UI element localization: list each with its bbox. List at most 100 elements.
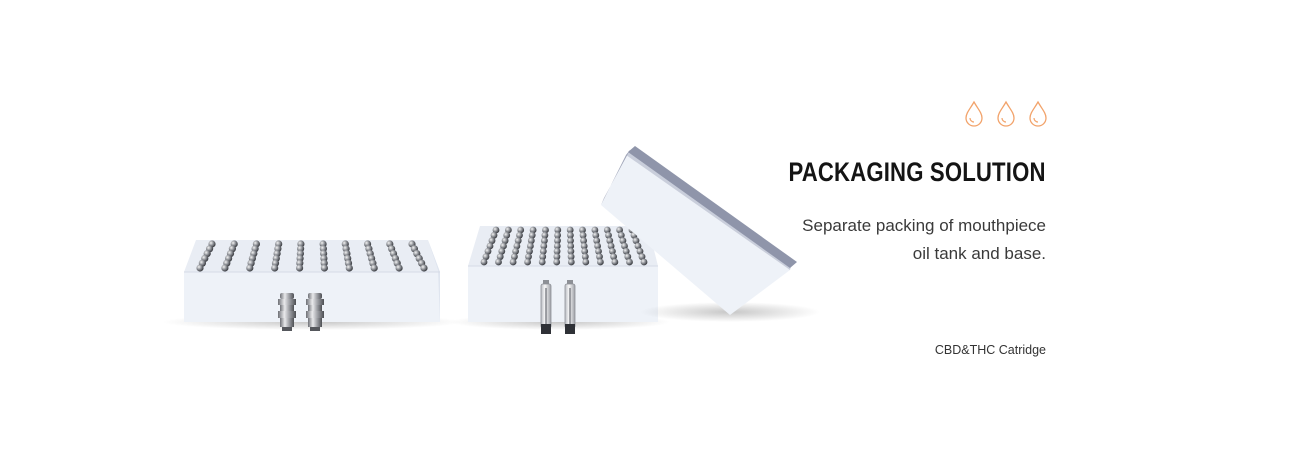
section-description: Separate packing of mouthpiece oil tank … — [802, 212, 1046, 268]
packed-part — [606, 237, 614, 245]
packed-part — [634, 242, 642, 250]
packed-part — [567, 253, 575, 261]
packed-part — [594, 242, 601, 250]
packed-part — [482, 253, 490, 261]
packed-part — [196, 264, 204, 272]
packed-part — [542, 226, 549, 234]
description-line: Separate packing of mouthpiece — [802, 216, 1046, 235]
packed-part — [607, 242, 615, 250]
packed-part — [553, 247, 561, 255]
packed-part — [610, 253, 617, 261]
base-rows — [196, 240, 428, 272]
packed-part — [554, 226, 562, 234]
packed-part — [580, 242, 588, 250]
packed-part — [492, 226, 500, 234]
packed-part — [581, 247, 589, 255]
packed-part — [603, 226, 611, 234]
packed-part — [512, 247, 519, 255]
packed-part — [554, 231, 561, 239]
packed-part — [619, 237, 627, 245]
droplet-icon — [965, 100, 983, 127]
oil-tank-parts — [540, 280, 576, 334]
oil-tank-packaging-box — [450, 226, 670, 330]
packed-part — [271, 264, 279, 272]
packed-part — [514, 237, 522, 245]
packed-part — [246, 264, 254, 272]
packed-part — [320, 264, 328, 272]
packed-part — [636, 247, 644, 255]
packed-part — [579, 226, 586, 234]
droplet-icon — [997, 100, 1015, 127]
packed-part — [582, 258, 590, 266]
packed-part — [616, 226, 623, 234]
packed-part — [611, 258, 619, 266]
packed-part — [567, 258, 575, 266]
packed-part — [553, 242, 561, 250]
packed-part — [516, 231, 523, 239]
packed-part — [526, 247, 533, 255]
packed-part — [617, 231, 625, 239]
description-line: oil tank and base. — [912, 244, 1046, 263]
droplet-icon — [1029, 100, 1047, 127]
packed-part — [553, 258, 561, 266]
product-caption: CBD&THC Catridge — [934, 343, 1046, 357]
packed-part — [513, 242, 521, 250]
packed-part — [624, 253, 632, 261]
packed-part — [527, 242, 534, 250]
packed-part — [395, 264, 403, 272]
packed-part — [500, 242, 507, 250]
packed-part — [579, 231, 587, 239]
packed-part — [640, 258, 648, 266]
packed-part — [541, 231, 549, 239]
packed-part — [501, 237, 509, 245]
droplet-icons — [963, 100, 1049, 128]
packed-part — [566, 226, 574, 234]
box-lid — [601, 146, 820, 322]
packed-part — [567, 231, 574, 239]
packed-part — [553, 253, 561, 261]
packed-part — [538, 258, 546, 266]
packed-part — [529, 226, 537, 234]
packed-part — [296, 264, 304, 272]
packed-part — [490, 231, 498, 239]
packed-part — [621, 242, 628, 250]
packed-part — [596, 253, 603, 261]
packed-part — [511, 253, 518, 261]
packed-part — [605, 231, 612, 239]
packed-part — [580, 237, 587, 245]
packed-part — [505, 226, 512, 234]
packed-part — [503, 231, 511, 239]
packed-part — [592, 231, 600, 239]
packed-part — [540, 242, 548, 250]
packed-part — [638, 253, 646, 261]
packed-part — [541, 237, 548, 245]
packed-part — [554, 237, 561, 245]
packed-part — [539, 253, 547, 261]
oil-tank-rows — [480, 226, 648, 266]
packed-part — [539, 247, 547, 255]
packed-part — [486, 242, 494, 250]
packed-part — [524, 258, 531, 266]
packed-part — [480, 258, 488, 266]
packed-part — [498, 247, 506, 255]
packed-part — [626, 258, 633, 266]
packed-part — [595, 247, 602, 255]
packed-part — [221, 264, 229, 272]
packed-part — [567, 237, 574, 245]
packed-part — [528, 231, 536, 239]
packed-part — [484, 247, 492, 255]
packed-part — [488, 237, 496, 245]
packed-part — [591, 226, 599, 234]
packed-part — [509, 258, 517, 266]
packed-part — [567, 247, 575, 255]
packed-part — [345, 264, 353, 272]
packed-part — [632, 237, 640, 245]
packed-part — [593, 237, 601, 245]
cartridge-base-parts — [278, 293, 324, 331]
packed-part — [567, 242, 575, 250]
packed-part — [581, 253, 589, 261]
packed-part — [370, 264, 378, 272]
packed-part — [517, 226, 525, 234]
packed-part — [496, 253, 504, 261]
